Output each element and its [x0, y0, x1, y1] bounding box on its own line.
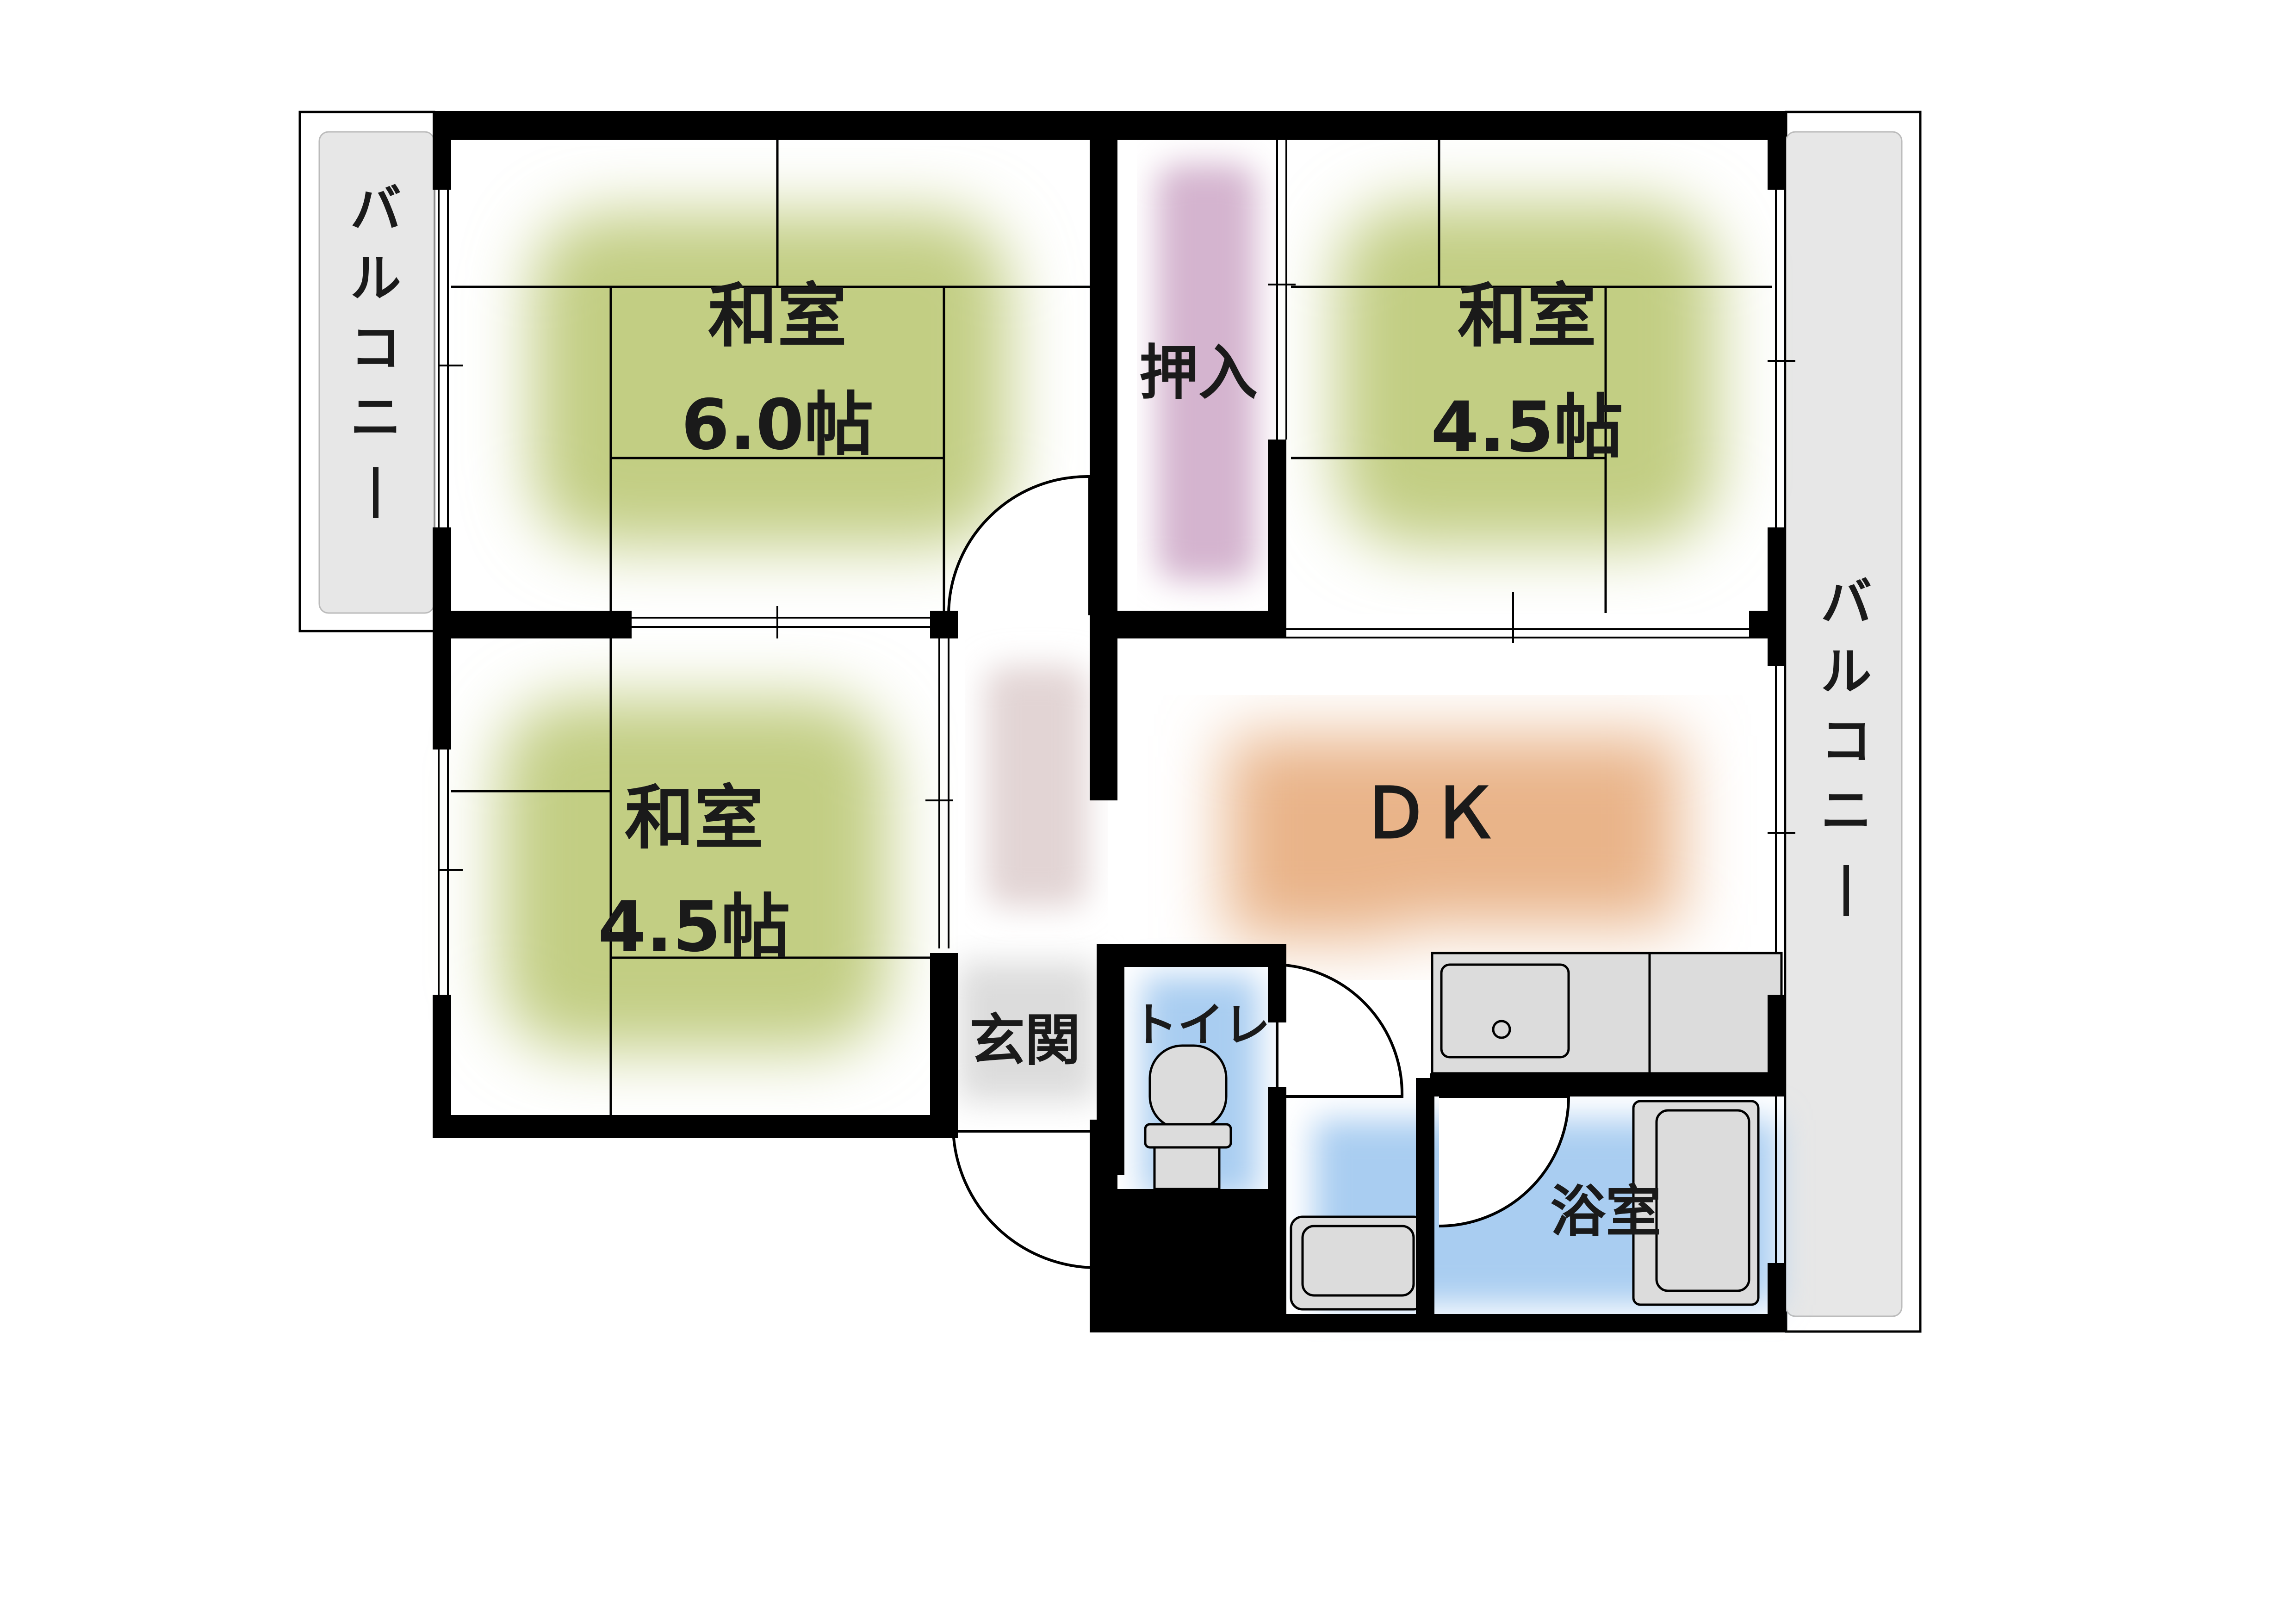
balcony-left-char: ル [350, 249, 401, 308]
window-sashes [438, 139, 1795, 1263]
balcony-right-char: ニ [1821, 781, 1872, 840]
tatami-sw-floor [500, 699, 888, 1050]
tatami-lines [451, 139, 1772, 1124]
room-name-toilet: トイレ [1131, 998, 1270, 1052]
tatami-6-floor [532, 213, 1009, 546]
balcony-right-char: コ [1821, 712, 1872, 771]
room-name-bath: 浴室 [1550, 1180, 1661, 1244]
oshiire-floor [1157, 164, 1256, 581]
room-name-dk: ＤＫ [1360, 774, 1499, 854]
room-size-washitsu-ne: 4.5帖 [1431, 387, 1623, 468]
balcony-right-dash [1843, 865, 1849, 916]
balcony-right-char: バ [1821, 573, 1872, 632]
balcony-right-label: バ ル コ ニ [1821, 573, 1872, 840]
room-name-washitsu-nw: 和室 [708, 276, 847, 357]
balcony-right [1785, 111, 1922, 1333]
room-size-washitsu-sw: 4.5帖 [598, 887, 790, 967]
door-swings [947, 475, 1570, 1270]
balcony-left-char: バ [350, 180, 401, 239]
bathtub-fixture [1632, 1100, 1760, 1306]
dk-floor [1226, 736, 1680, 939]
walls [433, 111, 1786, 1332]
room-name-oshiire: 押入 [1139, 339, 1258, 408]
balcony-left-char: ニ [350, 388, 401, 447]
balcony-right-char: ル [1821, 642, 1872, 701]
room-name-washitsu-ne: 和室 [1458, 276, 1596, 357]
balcony-left [298, 111, 435, 632]
balcony-left-label: バ ル コ ニ [350, 180, 401, 447]
genkan-floor [958, 962, 1097, 1101]
toilet-fixture [1144, 1044, 1232, 1190]
room-name-genkan: 玄関 [969, 1009, 1080, 1073]
balcony-left-char: コ [350, 318, 401, 378]
kitchen-counter [1431, 952, 1783, 1075]
tatami-ne-floor [1337, 204, 1717, 546]
room-size-washitsu-nw: 6.0帖 [681, 385, 874, 465]
balcony-left-dash [373, 467, 379, 518]
hall-floor [986, 666, 1087, 907]
washbasin-fixture [1290, 1215, 1427, 1311]
room-name-washitsu-sw: 和室 [625, 778, 763, 859]
